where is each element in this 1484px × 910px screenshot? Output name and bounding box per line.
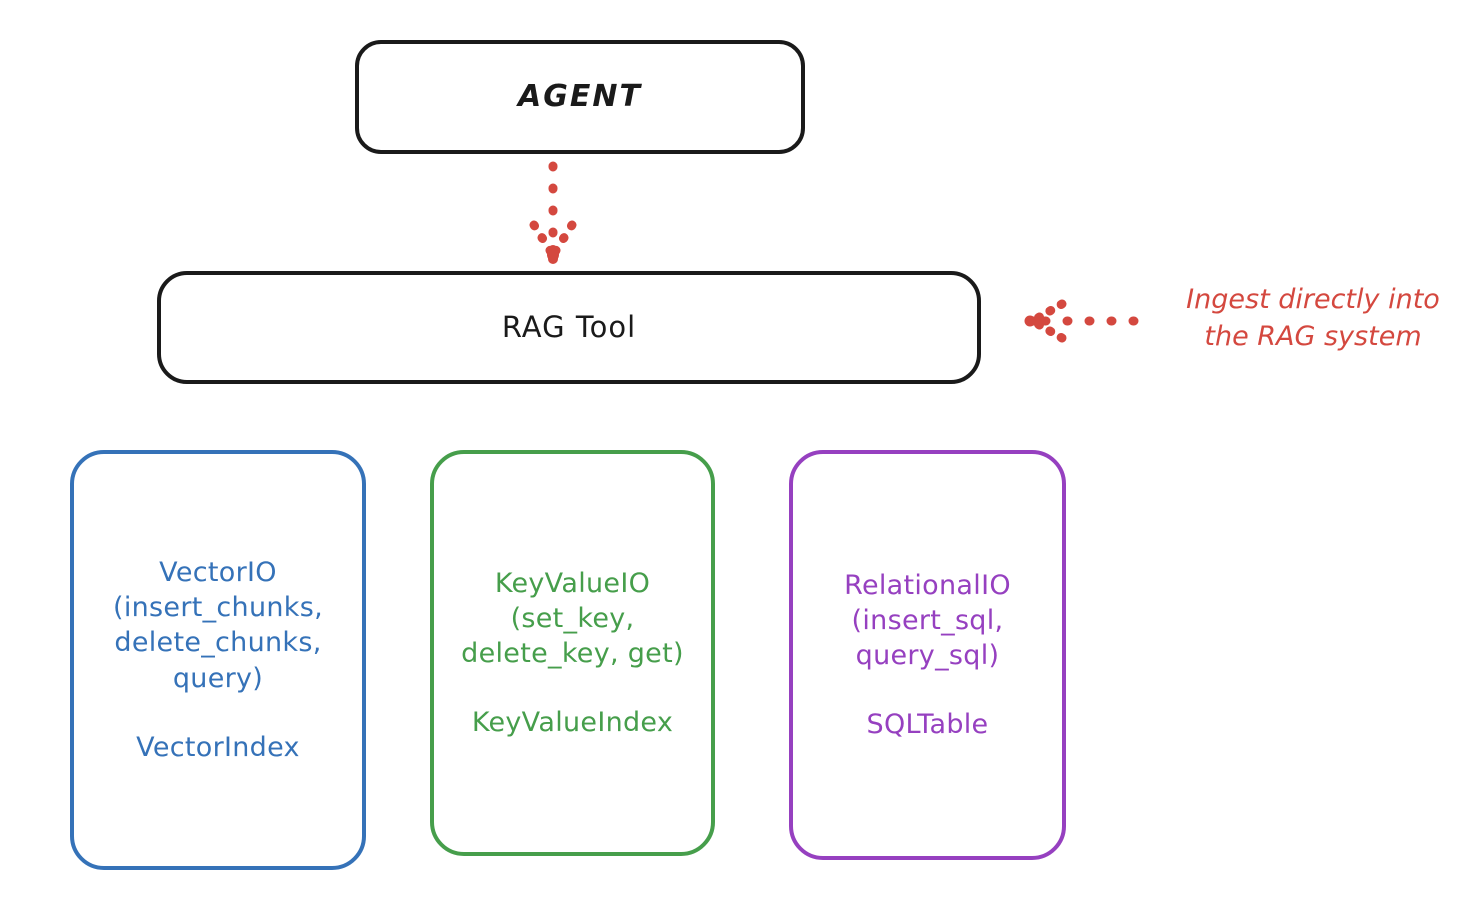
node-vector-io-api-label: VectorIO (insert_chunks, delete_chunks, …	[113, 557, 323, 694]
edge-ingest-to-rag-tool	[1023, 299, 1139, 343]
annotation-ingest-label: Ingest directly into the RAG system	[1186, 284, 1440, 352]
edge-agent-to-rag-tool	[529, 161, 577, 264]
node-key-value-io-api-label: KeyValueIO (set_key, delete_key, get)	[461, 567, 684, 669]
node-relational-io-api-label: RelationalIO (insert_sql, query_sql)	[844, 569, 1011, 671]
node-sql-table-label: SQLTable	[866, 709, 989, 741]
node-relational-io[interactable]: RelationalIO (insert_sql, query_sql) SQL…	[789, 450, 1066, 860]
node-agent-label: AGENT	[518, 78, 642, 114]
node-vector-io[interactable]: VectorIO (insert_chunks, delete_chunks, …	[70, 450, 366, 870]
node-key-value-index-label: KeyValueIndex	[471, 707, 674, 739]
node-rag-tool[interactable]: RAG Tool	[157, 271, 981, 384]
node-vector-index-label: VectorIndex	[136, 731, 300, 763]
node-rag-tool-label: RAG Tool	[501, 309, 637, 344]
node-key-value-io[interactable]: KeyValueIO (set_key, delete_key, get) Ke…	[430, 450, 715, 856]
node-agent[interactable]: AGENT	[355, 40, 805, 154]
